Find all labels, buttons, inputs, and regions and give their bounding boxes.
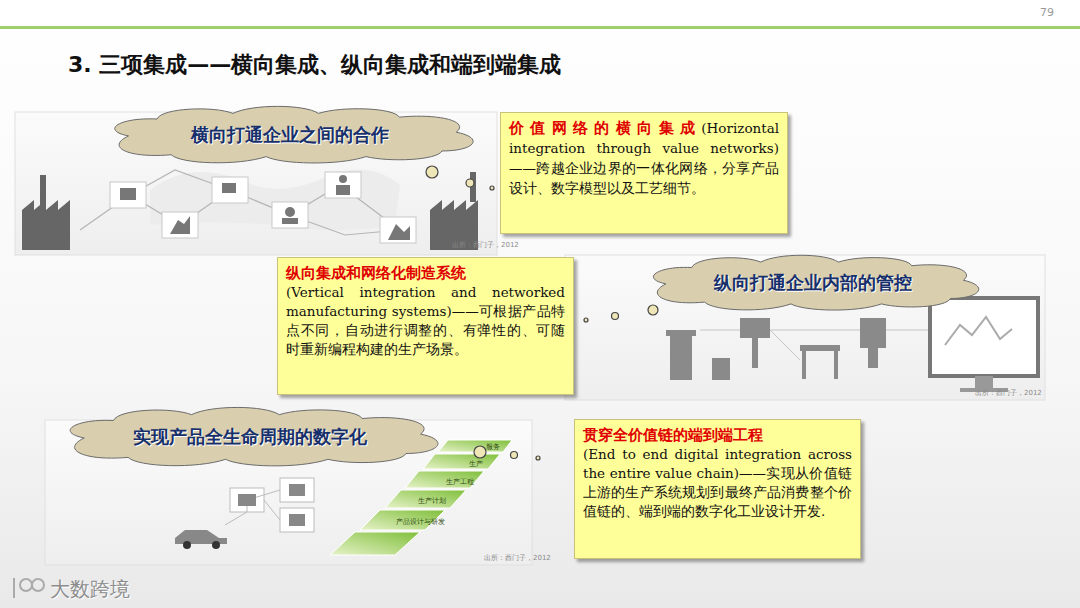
box-heading: 纵向打通企业内部的管控 (714, 271, 912, 295)
box-heading: 纵向集成和网络化制造系统 (286, 263, 565, 283)
text-box: 价值网络的横向集成(Horizontal integration through… (500, 112, 788, 234)
panel-vertical (565, 255, 1045, 400)
box-heading: 价值网络的横向集成 (509, 119, 701, 137)
page-number: 79 (1040, 6, 1054, 19)
slide-title: 3. 三项集成——横向集成、纵向集成和端到端集成 (68, 50, 561, 80)
box-body: (End to end digital integration across t… (583, 445, 852, 521)
top-rule (0, 26, 1080, 29)
stage-label: 生产计划 (418, 496, 446, 506)
watermark-logo (14, 578, 44, 598)
box-heading: 贯穿全价值链的端到端工程 (583, 425, 852, 445)
source-note: 出所：西门子，2012 (452, 240, 519, 250)
stage-label: 服务 (486, 442, 500, 452)
box-heading: 实现产品全生命周期的数字化 (133, 425, 367, 449)
box-heading: 横向打通企业之间的合作 (191, 123, 389, 147)
stage-label: 生产工程 (446, 477, 474, 487)
source-note: 出所：西门子，2012 (484, 553, 551, 563)
thought-cloud: 实现产品全生命周期的数字化 (55, 405, 445, 469)
thought-cloud: 横向打通企业之间的合作 (100, 104, 480, 166)
thought-cloud: 纵向打通企业内部的管控 (640, 253, 985, 313)
box-body: (Vertical integration and networked manu… (286, 283, 565, 359)
stage-label: 生产 (469, 459, 483, 469)
text-box: 纵向集成和网络化制造系统(Vertical integration and ne… (277, 257, 574, 395)
text-box: 贯穿全价值链的端到端工程(End to end digital integrat… (574, 419, 861, 559)
stage-label: 产品设计与研发 (396, 517, 445, 527)
source-note: 出所：西门子，2012 (975, 388, 1042, 398)
watermark: 大数跨境 (50, 576, 130, 603)
